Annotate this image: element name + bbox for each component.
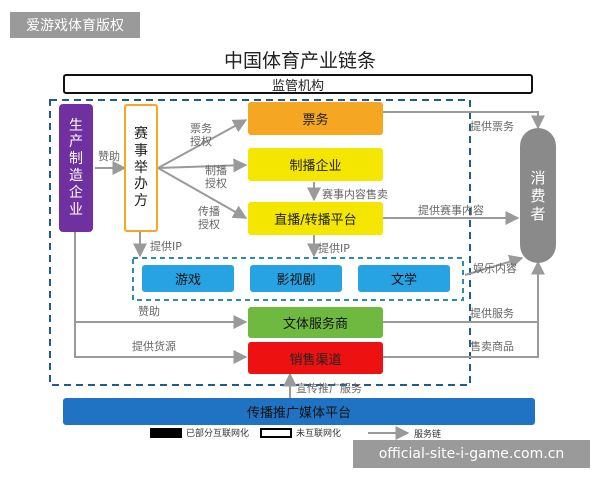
organizer-char-3: 举 bbox=[134, 159, 148, 176]
watermark-bottom: official-site-i-game.com.cn bbox=[353, 440, 590, 468]
node-supervision: 监管机构 bbox=[63, 74, 533, 94]
label-production-auth: 制播 授权 bbox=[205, 164, 227, 190]
node-ticketing: 票务 bbox=[248, 102, 383, 135]
node-media-platform: 传播推广媒体平台 bbox=[63, 398, 535, 425]
organizer-char-1: 赛 bbox=[134, 126, 148, 142]
label-ticket-auth-line2: 授权 bbox=[190, 135, 212, 148]
legend-label-service-chain: 服务链 bbox=[414, 430, 442, 440]
dashed-ip-frame bbox=[132, 257, 464, 301]
legend-swatch-partial bbox=[150, 428, 182, 438]
arrow-ticket-consumer bbox=[383, 111, 545, 130]
label-provide-services: 提供服务 bbox=[470, 307, 514, 320]
manufacturing-char-2: 产 bbox=[69, 134, 83, 151]
label-supply-goods: 提供货源 bbox=[132, 340, 176, 353]
manufacturing-char-6: 业 bbox=[69, 201, 83, 218]
label-production-auth-line2: 授权 bbox=[205, 177, 227, 190]
label-broadcast-auth-line2: 授权 bbox=[198, 218, 220, 231]
node-literature: 文学 bbox=[358, 265, 450, 292]
label-production-auth-line1: 制播 bbox=[205, 164, 227, 177]
manufacturing-char-4: 造 bbox=[69, 168, 83, 184]
legend-label-partial: 已部分互联网化 bbox=[186, 429, 250, 439]
label-sponsor-top: 赞助 bbox=[98, 150, 120, 163]
organizer-char-2: 事 bbox=[134, 142, 148, 159]
arrow-ip-consumer bbox=[464, 254, 524, 276]
organizer-char-4: 办 bbox=[134, 176, 148, 193]
consumer-char-2: 费 bbox=[530, 186, 546, 205]
legend-label-not-internet: 未互联网化 bbox=[296, 429, 342, 439]
manufacturing-char-3: 制 bbox=[69, 151, 83, 168]
node-production: 制播企业 bbox=[248, 148, 383, 181]
label-sell-goods: 售卖商品 bbox=[470, 340, 514, 353]
label-broadcast-auth: 传播 授权 bbox=[198, 205, 220, 231]
node-sales: 销售渠道 bbox=[248, 342, 383, 374]
node-broadcast: 直播/转播平台 bbox=[248, 202, 383, 235]
node-manufacturing: 生 产 制 造 企 业 bbox=[59, 104, 93, 232]
arrow-organizer-broadcast bbox=[157, 167, 248, 219]
label-entertainment-content: 娱乐内容 bbox=[473, 262, 517, 275]
manufacturing-char-1: 生 bbox=[69, 117, 83, 134]
label-ip-right: 提供IP bbox=[318, 242, 350, 255]
label-provide-event-content: 提供赛事内容 bbox=[418, 204, 484, 217]
node-games: 游戏 bbox=[142, 265, 234, 292]
arrow-organizer-ticket bbox=[157, 119, 248, 169]
node-consumer: 消 费 者 bbox=[520, 128, 556, 263]
diagram-title: 中国体育产业链条 bbox=[223, 50, 376, 72]
arrow-supply-sales bbox=[74, 322, 248, 364]
node-culture-sports: 文体服务商 bbox=[248, 307, 383, 338]
label-promotion-service: 宣传推广服务 bbox=[296, 382, 362, 395]
watermark-top: 爱游戏体育版权 bbox=[10, 12, 140, 38]
label-ip-left: 提供IP bbox=[150, 240, 182, 253]
consumer-char-3: 者 bbox=[530, 204, 546, 223]
organizer-char-5: 方 bbox=[134, 193, 148, 210]
arrow-organizer-production bbox=[157, 158, 248, 173]
arrow-sales-consumer bbox=[383, 322, 539, 358]
node-organizer: 赛 事 举 办 方 bbox=[124, 104, 158, 232]
legend-swatch-not-internet bbox=[260, 428, 292, 438]
node-film: 影视剧 bbox=[250, 265, 342, 292]
manufacturing-char-5: 企 bbox=[69, 184, 83, 201]
label-broadcast-auth-line1: 传播 bbox=[198, 205, 220, 218]
label-ticket-auth: 票务 授权 bbox=[190, 122, 212, 148]
consumer-char-1: 消 bbox=[530, 168, 546, 187]
label-content-sale: 赛事内容售卖 bbox=[322, 188, 388, 201]
label-sponsor-bottom: 赞助 bbox=[138, 305, 160, 318]
label-ticket-auth-line1: 票务 bbox=[190, 122, 212, 135]
label-provide-tickets: 提供票务 bbox=[470, 120, 514, 133]
dashed-outer-frame bbox=[49, 99, 471, 386]
